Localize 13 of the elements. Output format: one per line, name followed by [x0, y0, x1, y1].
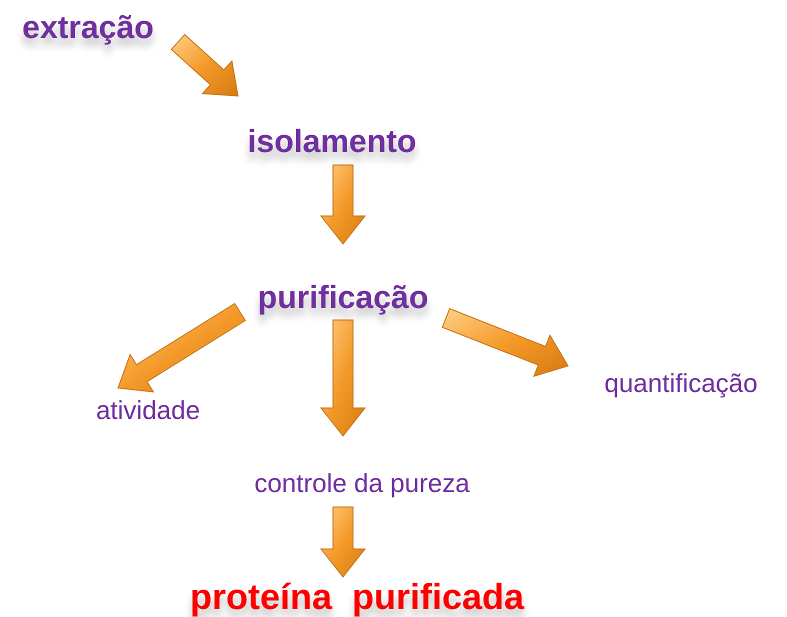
step-label: isolamento: [228, 120, 436, 162]
arrow: [320, 506, 366, 578]
result-label: proteína purificada: [150, 577, 564, 617]
arrow: [320, 320, 366, 437]
step-label: atividade: [70, 392, 226, 428]
step-label: quantificação: [575, 365, 787, 401]
step-label: extração: [8, 5, 168, 49]
arrow: [442, 308, 569, 377]
step-label: controle da pureza: [212, 465, 512, 501]
arrow: [117, 302, 246, 392]
arrow: [320, 164, 366, 245]
step-label: purificação: [240, 276, 446, 318]
arrow: [170, 34, 239, 97]
